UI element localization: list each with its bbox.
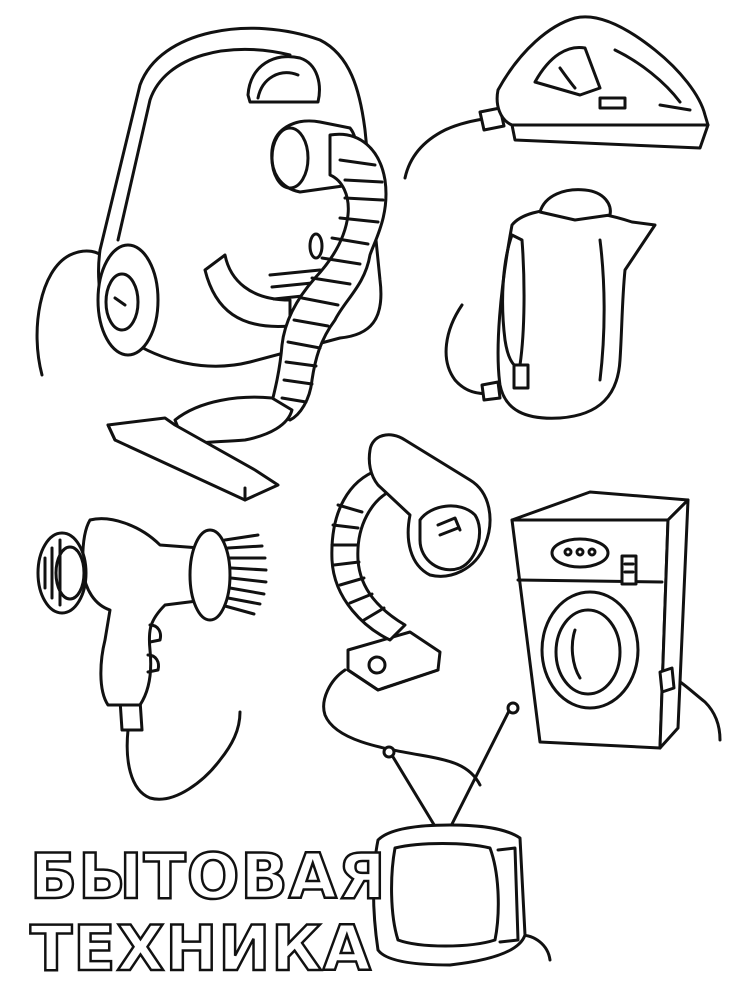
vacuum-cleaner-icon [35,26,388,502]
iron-icon [403,15,710,180]
desk-lamp-icon [322,433,492,787]
title-line-1: БЫТОВАЯ [29,840,387,913]
title-line-2: ТЕХНИКА [29,912,372,985]
hair-dryer-icon [36,517,268,801]
electric-kettle-icon [444,188,657,420]
television-icon [372,701,552,967]
washing-machine-icon [510,490,722,750]
